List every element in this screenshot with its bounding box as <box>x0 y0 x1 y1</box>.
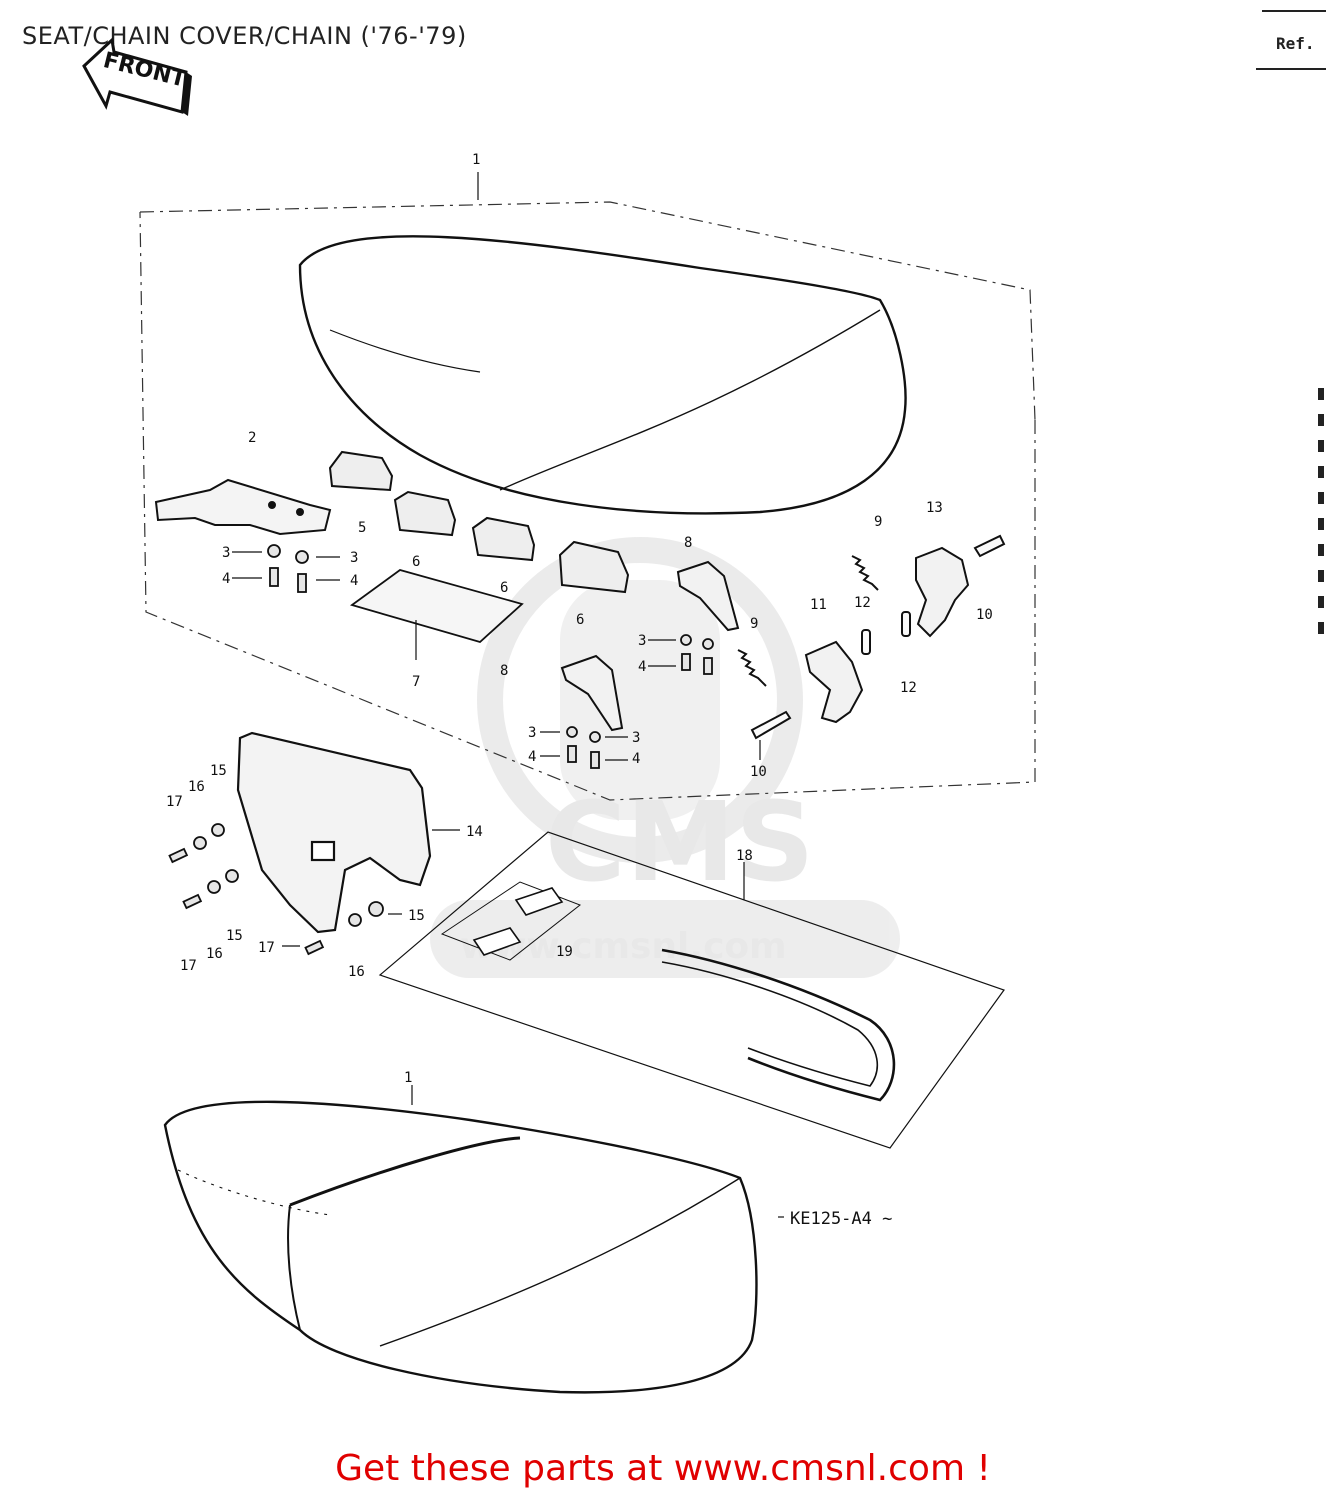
callout-17b: 17 <box>258 940 275 956</box>
callout-8b: 8 <box>500 663 508 679</box>
callout-4a: 4 <box>222 571 230 587</box>
page-title: SEAT/CHAIN COVER/CHAIN ('76-'79) <box>22 22 467 50</box>
callout-4b: 4 <box>350 573 358 589</box>
cms-watermark: CMS www.cmsnl.com <box>430 537 900 978</box>
part-7-pad <box>349 569 524 644</box>
part-2-bracket <box>154 478 332 536</box>
callout-18: 18 <box>736 848 753 864</box>
callout-15b: 15 <box>408 908 425 924</box>
callout-16c: 16 <box>206 946 223 962</box>
callout-5: 5 <box>358 520 366 536</box>
fasteners-3-4 <box>267 544 714 769</box>
seat-top-drawing <box>298 235 907 515</box>
callout-12b: 12 <box>900 680 917 696</box>
callout-10a: 10 <box>976 607 993 623</box>
latch-plates <box>804 546 970 724</box>
callout-1-bottom: 1 <box>404 1070 412 1086</box>
ref-rule-bottom <box>1256 68 1326 70</box>
part-9-springs <box>737 555 879 687</box>
ref-column-label: Ref. <box>1276 34 1315 53</box>
callout-1-top: 1 <box>472 152 480 168</box>
callout-3c: 3 <box>638 633 646 649</box>
callout-6a: 6 <box>412 554 420 570</box>
seat-bottom-drawing <box>163 1100 758 1394</box>
callout-2: 2 <box>248 430 256 446</box>
watermark-text: CMS <box>545 778 814 906</box>
front-arrow-icon: FRONT <box>82 37 192 116</box>
callout-14: 14 <box>466 824 483 840</box>
callout-9b: 9 <box>750 616 758 632</box>
footer-promo-link[interactable]: Get these parts at www.cmsnl.com ! <box>335 1448 991 1489</box>
callout-15c: 15 <box>226 928 243 944</box>
callout-12a: 12 <box>854 595 871 611</box>
callout-3d: 3 <box>528 725 536 741</box>
callout-16a: 16 <box>188 779 205 795</box>
callout-4e: 4 <box>632 751 640 767</box>
callout-4c: 4 <box>638 659 646 675</box>
callout-7: 7 <box>412 674 420 690</box>
seat-assembly-boundary <box>139 201 1036 801</box>
part-8-brackets <box>560 560 740 732</box>
leader-lines <box>232 172 784 1218</box>
callout-15a: 15 <box>210 763 227 779</box>
callout-17c: 17 <box>180 958 197 974</box>
callout-6b: 6 <box>500 580 508 596</box>
callout-10b: 10 <box>750 764 767 780</box>
truncated-ref-column <box>1318 388 1326 648</box>
callout-9a: 9 <box>874 514 882 530</box>
callout-3e: 3 <box>632 730 640 746</box>
callout-4d: 4 <box>528 749 536 765</box>
callout-8a: 8 <box>684 535 692 551</box>
pins-and-clips <box>750 534 1006 740</box>
callout-13: 13 <box>926 500 943 516</box>
watermark-subtext: www.cmsnl.com <box>460 926 787 967</box>
rubber-blocks <box>328 450 630 594</box>
callout-11: 11 <box>810 597 827 613</box>
callout-3b: 3 <box>350 550 358 566</box>
ref-rule-top <box>1262 10 1326 12</box>
callout-labels: 1 2 3 3 4 4 5 6 6 6 7 3 4 8 8 9 9 13 10 … <box>166 152 993 1086</box>
part-18-chain-group <box>378 831 1005 1149</box>
callout-19: 19 <box>556 944 573 960</box>
model-code: KE125-A4 ~ <box>790 1209 892 1229</box>
fasteners-15-16-17 <box>168 823 384 956</box>
callout-17a: 17 <box>166 794 183 810</box>
callout-16b: 16 <box>348 964 365 980</box>
callout-6c: 6 <box>576 612 584 628</box>
callout-3a: 3 <box>222 545 230 561</box>
part-14-chain-cover <box>236 731 432 934</box>
